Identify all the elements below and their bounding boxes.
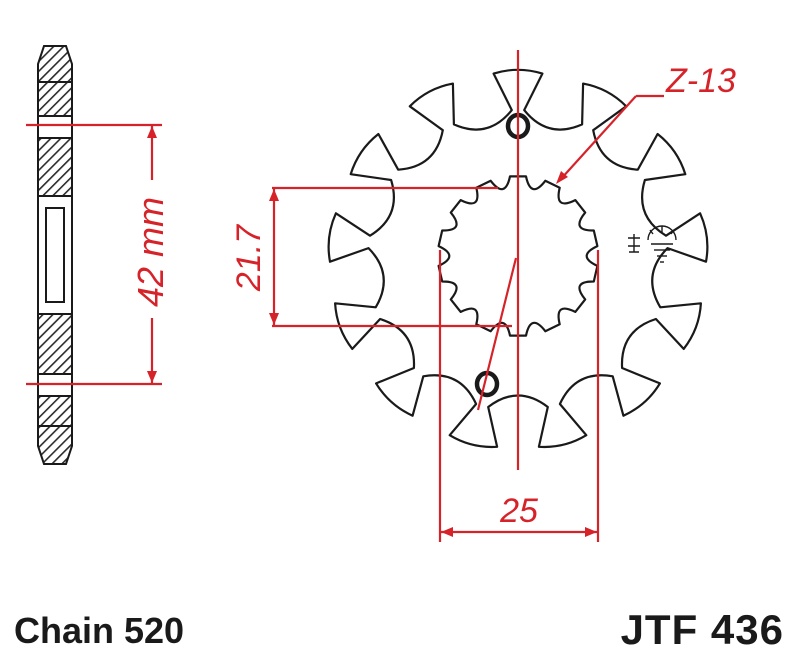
profile-lower-hub bbox=[37, 313, 73, 375]
profile-lower-tip bbox=[37, 425, 73, 465]
profile-bore-inner bbox=[45, 207, 65, 303]
hole-spacing-label: 25 bbox=[499, 492, 538, 530]
front-view-dimensions bbox=[272, 50, 664, 542]
thickness-dimension-label: 42 mm bbox=[130, 197, 171, 307]
profile-upper-tip bbox=[37, 45, 73, 83]
profile-lower-band bbox=[37, 395, 73, 427]
profile-upper-hub bbox=[37, 137, 73, 197]
jt-sprockets-logo-icon bbox=[628, 225, 677, 263]
side-profile-view: 42 mm bbox=[26, 45, 171, 465]
spline-dimension-label: 21.7 bbox=[230, 224, 268, 292]
part-number-label: JTF 436 bbox=[620, 606, 784, 653]
profile-upper-band bbox=[37, 81, 73, 117]
teeth-count-label: Z-13 bbox=[665, 62, 736, 100]
dimension-arrowheads bbox=[147, 126, 597, 537]
chain-size-label: Chain 520 bbox=[14, 610, 185, 651]
